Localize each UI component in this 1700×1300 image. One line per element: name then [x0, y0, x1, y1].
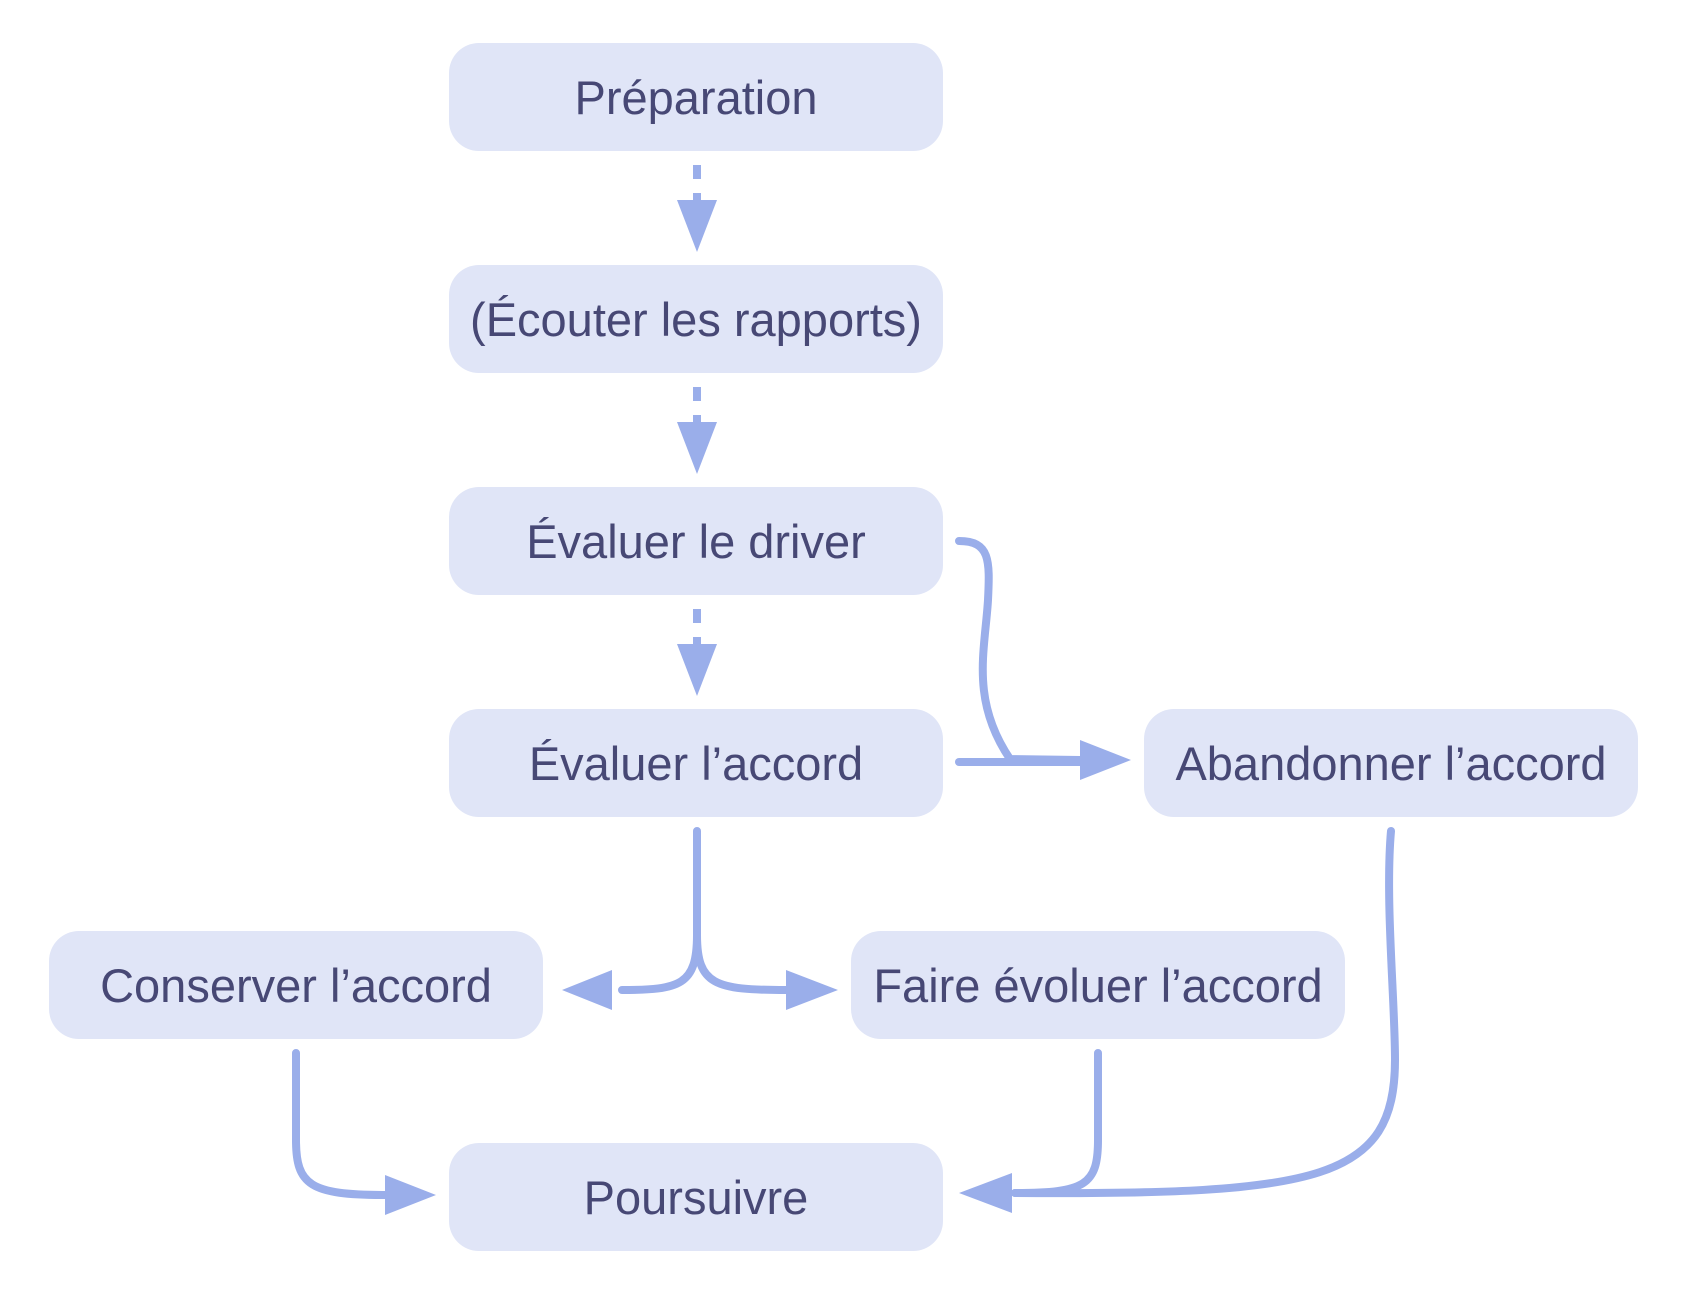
edge-evaluer_accord-to-faire_evoluer — [693, 931, 790, 994]
arrowhead-evaluer_driver-to-abandonner — [1080, 740, 1131, 780]
edge-faire_evoluer-to-poursuivre — [1011, 1049, 1102, 1197]
node-preparation[interactable]: Préparation — [449, 43, 943, 151]
node-faire-evoluer-l-accord[interactable]: Faire évoluer l’accord — [851, 931, 1345, 1039]
node-evaluer-l-accord[interactable]: Évaluer l’accord — [449, 709, 943, 817]
edge-evaluer_driver-to-abandonner — [955, 537, 1084, 764]
edge-abandonner-to-poursuivre — [1011, 827, 1399, 1198]
node-ecouter-les-rapports[interactable]: (Écouter les rapports) — [449, 265, 943, 373]
arrowhead-conserver-to-poursuivre — [385, 1175, 436, 1215]
arrowhead-ecouter-to-evaluer_driver — [677, 422, 717, 474]
arrowhead-evaluer_accord-to-conserver — [562, 970, 612, 1010]
arrowhead-preparation-to-ecouter — [677, 200, 717, 252]
node-poursuivre[interactable]: Poursuivre — [449, 1143, 943, 1251]
arrowhead-evaluer_driver-to-evaluer_accord — [677, 644, 717, 696]
node-conserver-l-accord[interactable]: Conserver l’accord — [49, 931, 543, 1039]
arrowhead-evaluer_accord-to-faire_evoluer — [786, 970, 838, 1010]
edge-conserver-to-poursuivre — [292, 1049, 389, 1199]
edge-evaluer_accord-to-conserver — [618, 827, 701, 994]
node-evaluer-le-driver[interactable]: Évaluer le driver — [449, 487, 943, 595]
node-abandonner-l-accord[interactable]: Abandonner l’accord — [1144, 709, 1638, 817]
arrowhead-faire_evoluer-to-poursuivre — [959, 1173, 1012, 1213]
